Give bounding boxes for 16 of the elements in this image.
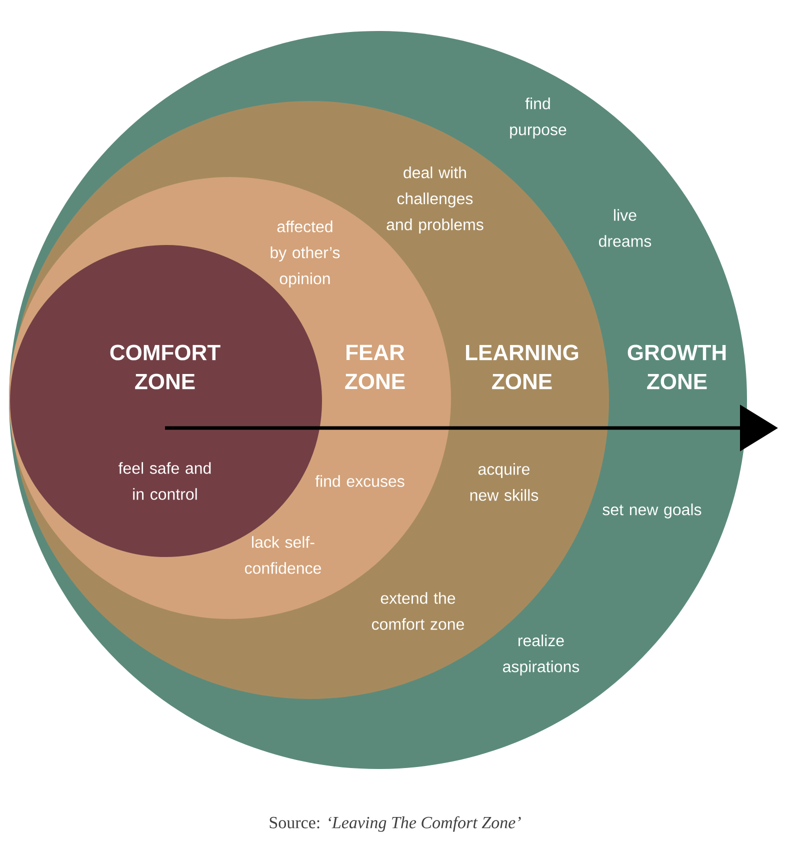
zone-heading: LEARNING ZONE <box>466 344 578 390</box>
zone-text: set new goals <box>602 504 702 518</box>
zone-text: find excuses <box>315 475 404 487</box>
zone-text: realize aspirations <box>503 634 580 676</box>
caption: Source: ‘Leaving The Comfort Zone’ <box>270 816 521 832</box>
zone-text: deal with challenges and problems <box>386 166 484 234</box>
zone-heading: GROWTH ZONE <box>628 344 726 390</box>
zone-text: find purpose <box>510 98 566 138</box>
zone-text: extend the comfort zone <box>372 592 464 630</box>
zone-text: live dreams <box>599 209 652 247</box>
zone-heading: FEAR ZONE <box>345 344 405 390</box>
zone-heading: COMFORT ZONE <box>110 344 220 390</box>
zone-text: lack self-confidence <box>244 536 321 574</box>
zone-text: feel safe and in control <box>118 462 211 500</box>
zone-text: affected by other’s opinion <box>270 220 340 288</box>
zone-text: acquire new skills <box>470 463 538 501</box>
